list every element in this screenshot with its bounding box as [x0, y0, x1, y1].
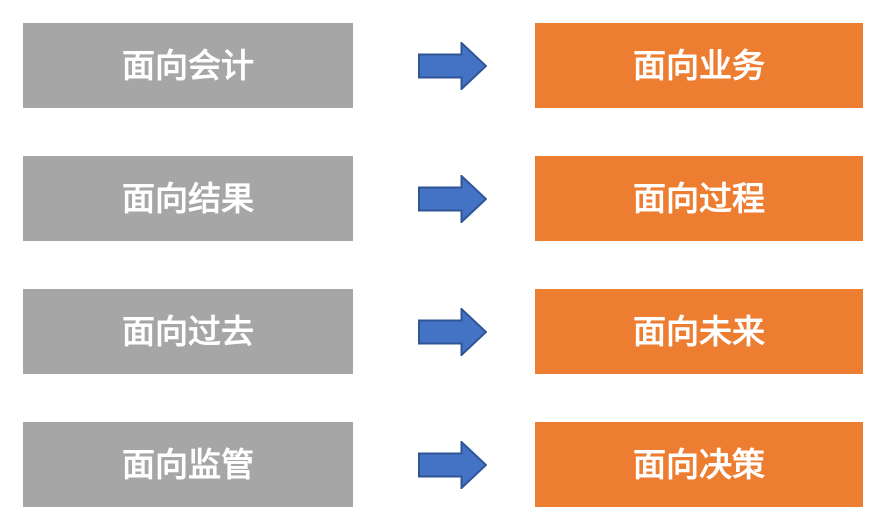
right-box-label: 面向决策: [633, 446, 765, 483]
right-box: 面向过程: [535, 156, 863, 241]
left-box-label: 面向结果: [122, 180, 254, 217]
diagram-row: 面向结果 面向过程: [0, 156, 887, 241]
right-box: 面向未来: [535, 289, 863, 374]
left-box-label: 面向会计: [122, 47, 254, 84]
diagram-row: 面向过去 面向未来: [0, 289, 887, 374]
left-box: 面向监管: [23, 422, 353, 507]
right-box: 面向决策: [535, 422, 863, 507]
right-box-label: 面向未来: [633, 313, 765, 350]
right-arrow-icon: [418, 174, 487, 223]
left-box-label: 面向监管: [122, 446, 254, 483]
left-box: 面向会计: [23, 23, 353, 108]
right-arrow-icon: [418, 440, 487, 489]
right-arrow-icon: [418, 307, 487, 356]
right-box-label: 面向业务: [633, 47, 765, 84]
left-box: 面向过去: [23, 289, 353, 374]
left-box: 面向结果: [23, 156, 353, 241]
diagram-row: 面向监管 面向决策: [0, 422, 887, 507]
right-arrow-icon: [418, 41, 487, 90]
right-box-label: 面向过程: [633, 180, 765, 217]
right-box: 面向业务: [535, 23, 863, 108]
diagram-row: 面向会计 面向业务: [0, 23, 887, 108]
left-box-label: 面向过去: [122, 313, 254, 350]
